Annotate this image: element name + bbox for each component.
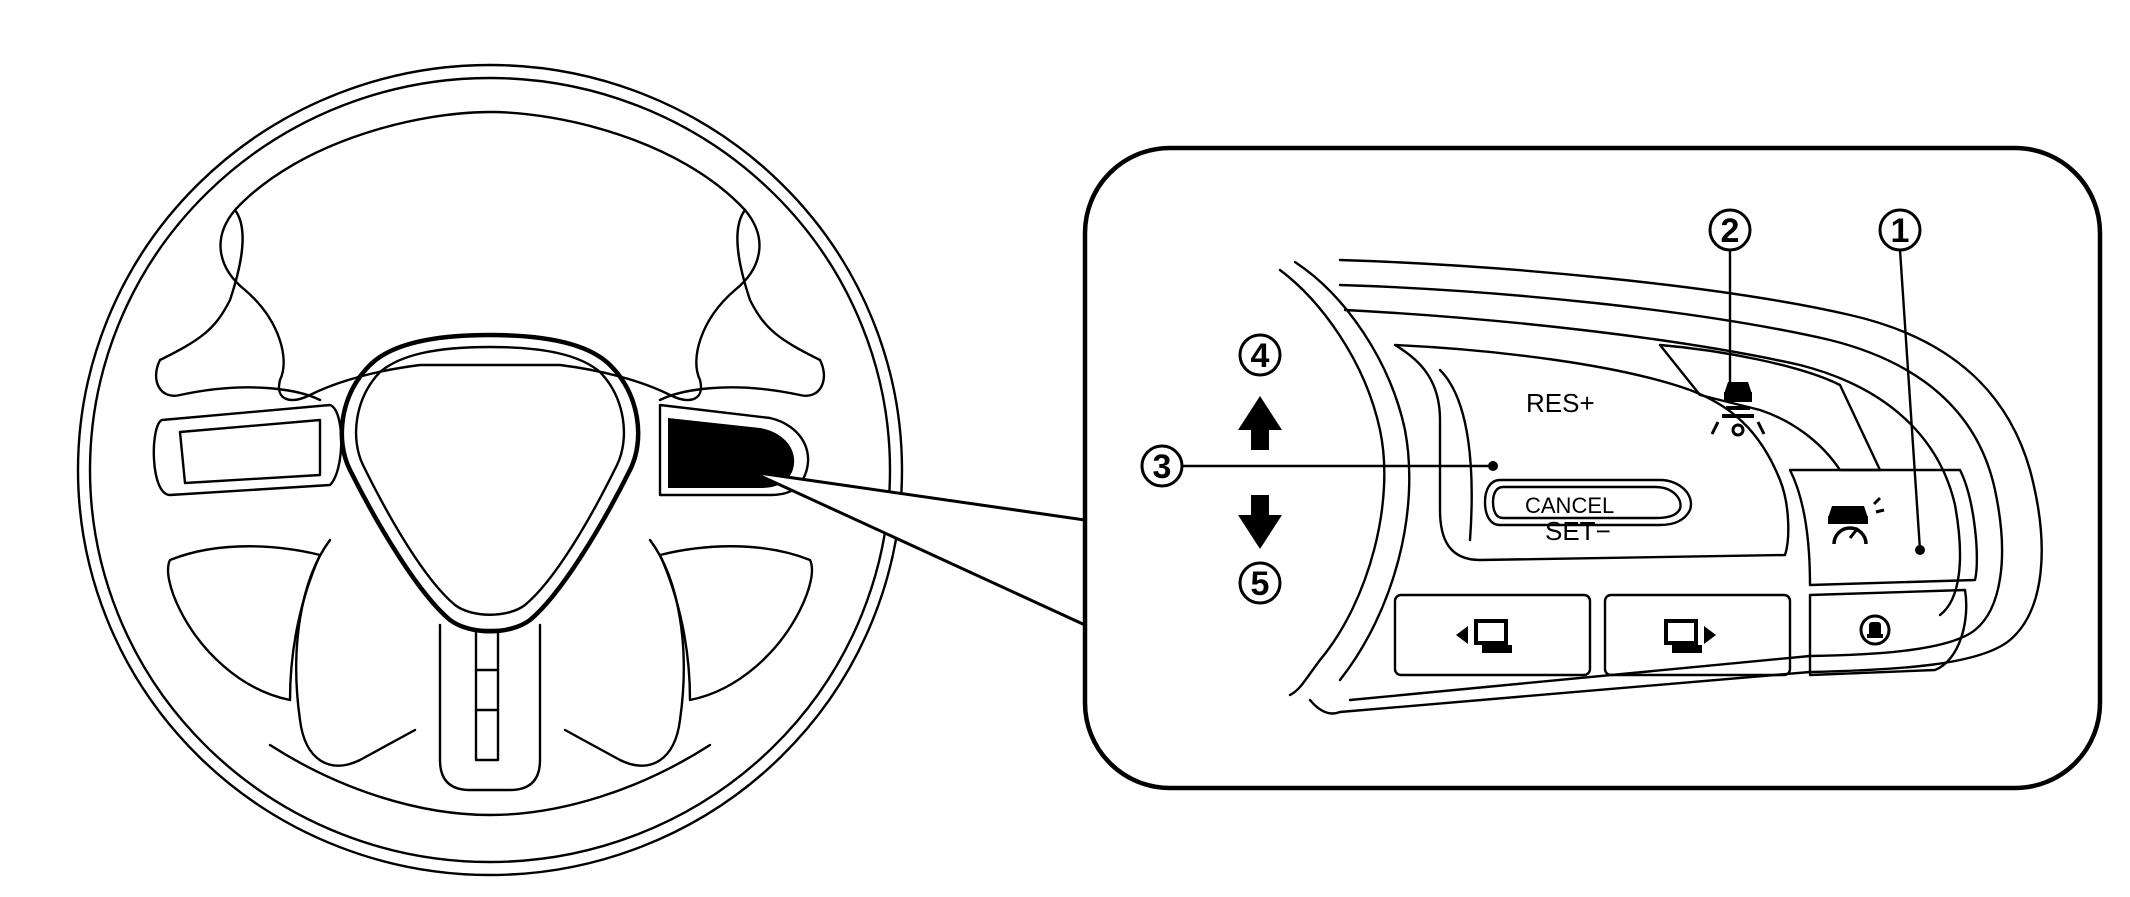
cancel-label: CANCEL [1525, 493, 1614, 518]
set-minus-button[interactable]: SET− [1545, 516, 1611, 546]
next-screen-icon [1664, 619, 1716, 653]
wheel-bottom-grip [268, 743, 712, 817]
wheel-inner-rim [88, 76, 892, 864]
prev-screen-button[interactable] [1393, 593, 1592, 677]
wheel-center-pad-inner [354, 345, 626, 616]
wheel-left-spoke [152, 403, 343, 497]
distance-button-outline [1658, 343, 1882, 472]
zoom-panel: RES+ CANCEL SET− [1082, 145, 2103, 791]
wheel-upper-opening [219, 110, 761, 402]
svg-text:4: 4 [1251, 337, 1270, 375]
wheel-switch-highlight [668, 418, 795, 488]
callout-1-leader [1898, 248, 1922, 552]
callout-1: 1 [1878, 208, 1925, 555]
svg-text:5: 5 [1251, 565, 1270, 603]
switch-body-edge-2 [1293, 260, 1411, 682]
next-screen-button-outline [1603, 593, 1792, 677]
svg-text:1: 1 [1891, 212, 1910, 250]
svg-text:2: 2 [1721, 212, 1740, 250]
cancel-button[interactable]: CANCEL [1483, 478, 1693, 527]
wheel-bottom-spoke-stitch [474, 628, 500, 762]
res-plus-button[interactable]: RES+ [1526, 388, 1595, 418]
wheel-lower-opening-right [658, 545, 814, 702]
car-speedometer-icon [1828, 496, 1885, 545]
wheel-outer-rim [76, 63, 904, 877]
callout-2: 2 [1708, 208, 1752, 400]
vehicle-assist-icon [1859, 614, 1891, 646]
cancel-button-inner [1491, 485, 1682, 520]
prev-screen-icon [1456, 619, 1512, 653]
switch-body-inner [1343, 308, 1962, 617]
vehicle-assist-button-outline [1808, 588, 1968, 677]
prev-screen-button-outline [1393, 593, 1592, 677]
callout-3: 3 [1140, 444, 1498, 488]
zoom-wedge [751, 470, 1087, 628]
vehicle-assist-button[interactable] [1808, 588, 1968, 677]
set-minus-label: SET− [1545, 516, 1611, 546]
svg-text:3: 3 [1153, 448, 1172, 486]
assist-speed-button[interactable] [1788, 468, 1979, 587]
assist-speed-button-outline [1788, 468, 1979, 587]
wheel-lower-spoke-right [563, 538, 685, 767]
switch-body-outer [1308, 258, 2043, 715]
callout-5: 5 [1238, 561, 1282, 605]
steering-wheel [76, 63, 904, 877]
wheel-left-spoke-inner [178, 418, 322, 485]
wheel-lower-spoke-left [295, 538, 417, 767]
wheel-right-spoke [658, 403, 810, 497]
wheel-lower-opening-left [166, 545, 322, 702]
arrow-down-icon [1238, 495, 1282, 549]
cruise-rocker-outline [1393, 343, 1790, 562]
callout-4: 4 [1238, 333, 1282, 377]
res-plus-label: RES+ [1526, 388, 1595, 418]
zoom-panel-frame [1082, 145, 2103, 791]
cancel-button-outline [1483, 478, 1693, 527]
wheel-bottom-spoke [438, 623, 542, 792]
wheel-upper-spoke-right [658, 208, 826, 402]
wheel-center-pad [339, 332, 641, 634]
wheel-upper-spoke-left [154, 208, 322, 402]
next-screen-button[interactable] [1603, 593, 1792, 677]
arrow-up-icon [1238, 396, 1282, 450]
switch-body-edge [1278, 268, 1386, 697]
distance-button[interactable] [1658, 343, 1882, 472]
cruise-rocker-left-edge [1438, 368, 1473, 542]
switch-body-mid [1338, 283, 2004, 702]
